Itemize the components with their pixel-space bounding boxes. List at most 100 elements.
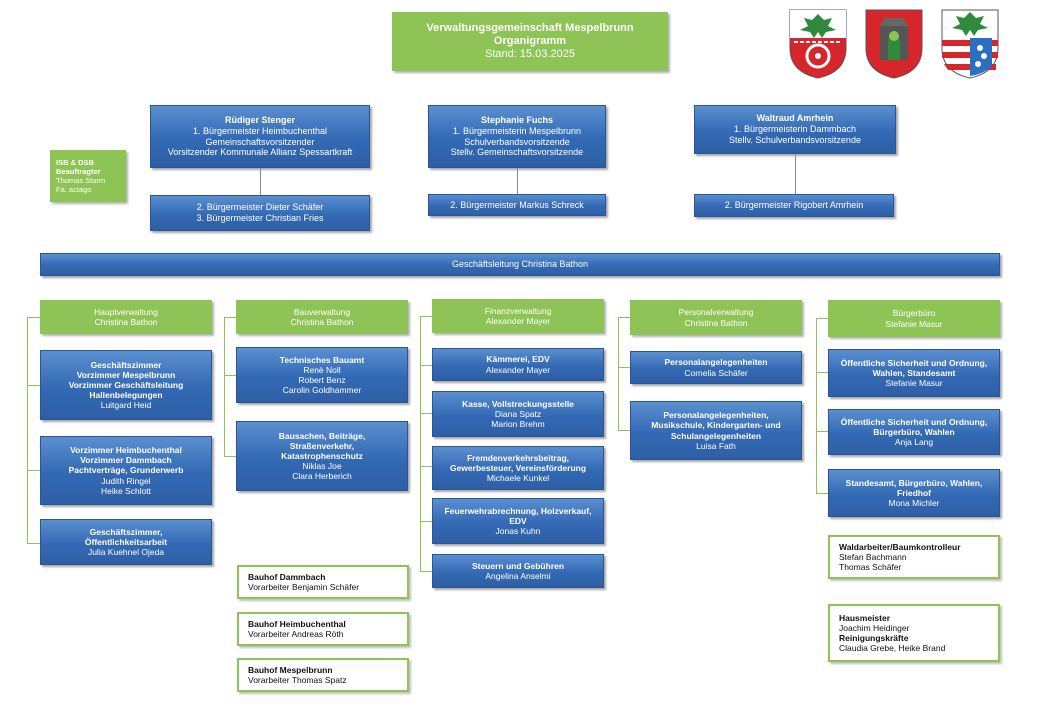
unit-person: Clara Herberich bbox=[292, 471, 352, 482]
field-staff-box-forestry: Waldarbeiter/Baumkontrolleur Stefan Bach… bbox=[828, 535, 1000, 579]
dept-rail bbox=[420, 521, 432, 522]
unit-person: Niklas Joe bbox=[302, 461, 342, 472]
dept-rail bbox=[816, 318, 817, 494]
unit-title: Pachtverträge, Grunderwerb bbox=[68, 465, 184, 476]
dept-head: Alexander Mayer bbox=[485, 316, 551, 326]
unit-box: Geschäftszimmer Vorzimmer Mespelbrunn Vo… bbox=[40, 350, 212, 420]
unit-title: Personalangelegenheiten, bbox=[663, 410, 769, 421]
dept-header-buergerbuero: Bürgerbüro Stefanie Masur bbox=[828, 300, 1000, 337]
dept-rail bbox=[816, 372, 828, 373]
unit-person: Cornelia Schäfer bbox=[684, 367, 748, 378]
bauhof-box-dammbach: Bauhof Dammbach Vorarbeiter Benjamin Sch… bbox=[237, 565, 409, 599]
unit-title: Musikschule, Kindergarten- und bbox=[651, 420, 781, 431]
deputy-mayor: 2. Bürgermeister Markus Schreck bbox=[450, 199, 584, 210]
isb-title: ISB & DSB bbox=[56, 158, 94, 167]
unit-title: Bausachen, Beiträge, bbox=[278, 430, 366, 441]
dept-rail bbox=[420, 365, 432, 366]
connector-line bbox=[517, 168, 518, 194]
unit-box: Standesamt, Bürgerbüro, Wahlen, Friedhof… bbox=[828, 469, 1000, 517]
dept-rail bbox=[224, 456, 236, 457]
unit-title: Personalangelegenheiten bbox=[664, 357, 768, 368]
bauhof-person: Vorarbeiter Thomas Spatz bbox=[248, 675, 347, 685]
unit-person: Renè Noll bbox=[303, 364, 341, 375]
dept-head: Stefanie Masur bbox=[885, 318, 943, 329]
dept-rail bbox=[420, 316, 432, 317]
staff-title: Hausmeister bbox=[839, 612, 891, 623]
management-label: Geschäftsleitung Christina Bathon bbox=[451, 259, 589, 270]
unit-person: Alexander Mayer bbox=[485, 364, 551, 375]
dept-rail bbox=[618, 430, 630, 431]
mayor-name: Stephanie Fuchs bbox=[480, 114, 553, 125]
dept-header-hauptverwaltung: Hauptverwaltung Christina Bathon bbox=[40, 300, 212, 334]
mayor-role: 1. Bürgermeisterin Mespelbrunn bbox=[452, 125, 582, 136]
bauhof-title: Bauhof Heimbuchenthal bbox=[248, 618, 346, 629]
dept-rail bbox=[27, 317, 28, 544]
isb-name: Thomas Sturm bbox=[56, 176, 106, 185]
connector-line bbox=[795, 154, 796, 194]
unit-box: Personalangelegenheiten Cornelia Schäfer bbox=[630, 351, 802, 384]
bauhof-person: Vorarbeiter Andreas Röth bbox=[248, 629, 344, 639]
dept-rail bbox=[420, 466, 432, 467]
unit-title: Wahlen, Standesamt bbox=[872, 367, 956, 378]
unit-person: Heike Schlott bbox=[100, 485, 152, 496]
deputy-box-dammbach: 2. Bürgermeister Rigobert Amrhein bbox=[694, 194, 894, 217]
unit-title: Kasse, Vollstreckungsstelle bbox=[462, 398, 574, 409]
dept-rail bbox=[224, 317, 236, 318]
unit-title: Bürgerbüro, Wahlen bbox=[873, 426, 955, 437]
dept-rail bbox=[420, 571, 432, 572]
unit-box: Personalangelegenheiten, Musikschule, Ki… bbox=[630, 401, 802, 460]
unit-title: Fremdenverkehrsbeitrag, bbox=[466, 452, 570, 463]
field-staff-box-facility: Hausmeister Joachim Heidinger Reinigungs… bbox=[828, 604, 1000, 662]
dept-title: Hauptverwaltung bbox=[94, 306, 158, 317]
isb-company: Fa. actago bbox=[56, 185, 92, 194]
dept-rail bbox=[420, 413, 432, 414]
unit-title: Feuerwehrabrechnung, Holzverkauf, bbox=[444, 505, 592, 516]
unit-title: Hallenbelegungen bbox=[89, 390, 163, 401]
dept-rail bbox=[618, 317, 619, 431]
dept-title: Bauverwaltung bbox=[293, 306, 351, 317]
unit-title: Geschäftszimmer, bbox=[89, 526, 163, 537]
bauhof-person: Vorarbeiter Benjamin Schäfer bbox=[248, 582, 360, 592]
deputy-box-heimbuchenthal: 2. Bürgermeister Dieter Schäfer 3. Bürge… bbox=[150, 195, 370, 231]
unit-title: Vorzimmer Geschäftsleitung bbox=[68, 379, 184, 390]
dept-title: Bürgerbüro bbox=[892, 308, 936, 319]
connector-line bbox=[260, 168, 261, 195]
staff-title: Waldarbeiter/Baumkontrolleur bbox=[839, 541, 961, 552]
bauhof-title: Bauhof Dammbach bbox=[248, 571, 326, 582]
unit-person: Anja Lang bbox=[894, 437, 934, 448]
unit-box: Öffentliche Sicherheit und Ordnung, Wahl… bbox=[828, 349, 1000, 397]
staff-person: Claudia Grebe, Heike Brand bbox=[839, 643, 946, 654]
unit-box: Bausachen, Beiträge, Straßenverkehr, Kat… bbox=[236, 421, 408, 491]
unit-box: Öffentliche Sicherheit und Ordnung, Bürg… bbox=[828, 409, 1000, 455]
mayor-role: Vorsitzender Kommunale Allianz Spessartk… bbox=[167, 147, 353, 158]
bauhof-title: Bauhof Mespelbrunn bbox=[248, 664, 333, 675]
unit-title: Steuern und Gebühren bbox=[471, 560, 565, 571]
mespelbrunn-coat-of-arms-icon bbox=[865, 9, 923, 79]
unit-title: Gewerbesteuer, Vereinsförderung bbox=[449, 462, 587, 473]
unit-title: Katastrophenschutz bbox=[281, 450, 363, 461]
unit-box: Technisches Bauamt Renè Noll Robert Benz… bbox=[236, 347, 408, 403]
mayor-box-amrhein: Waltraud Amrhein 1. Bürgermeisterin Damm… bbox=[694, 105, 896, 154]
dept-rail bbox=[27, 470, 40, 471]
dept-rail bbox=[816, 318, 828, 319]
mayor-role: 1. Bürgermeister Heimbuchenthal bbox=[192, 125, 328, 136]
org-subtitle: Organigramm bbox=[493, 34, 567, 47]
org-date: Stand: 15.03.2025 bbox=[485, 48, 575, 61]
mayor-name: Rüdiger Stenger bbox=[224, 114, 295, 125]
unit-person: Stefanie Masur bbox=[885, 378, 943, 389]
unit-person: Marion Brehm bbox=[491, 419, 545, 430]
dept-head: Christina Bathon bbox=[94, 317, 158, 327]
dept-head: Christina Bathon bbox=[684, 317, 748, 328]
mayor-box-stenger: Rüdiger Stenger 1. Bürgermeister Heimbuc… bbox=[150, 105, 370, 168]
dammbach-coat-of-arms-icon bbox=[941, 9, 999, 79]
bauhof-box-heimbuchenthal: Bauhof Heimbuchenthal Vorarbeiter Andrea… bbox=[237, 612, 409, 646]
unit-person: Luitgard Heid bbox=[100, 400, 152, 411]
unit-title: EDV bbox=[509, 515, 527, 526]
unit-title: Friedhof bbox=[897, 487, 931, 498]
unit-person: Carolin Goldhammer bbox=[282, 385, 362, 396]
mayor-role: Stellv. Gemeinschaftsvorsitzende bbox=[450, 147, 584, 158]
unit-title: Kämmerei, EDV bbox=[486, 354, 550, 365]
dept-rail bbox=[816, 493, 828, 494]
dept-rail bbox=[420, 316, 421, 572]
unit-title: Öffentlichkeitsarbeit bbox=[84, 536, 168, 547]
